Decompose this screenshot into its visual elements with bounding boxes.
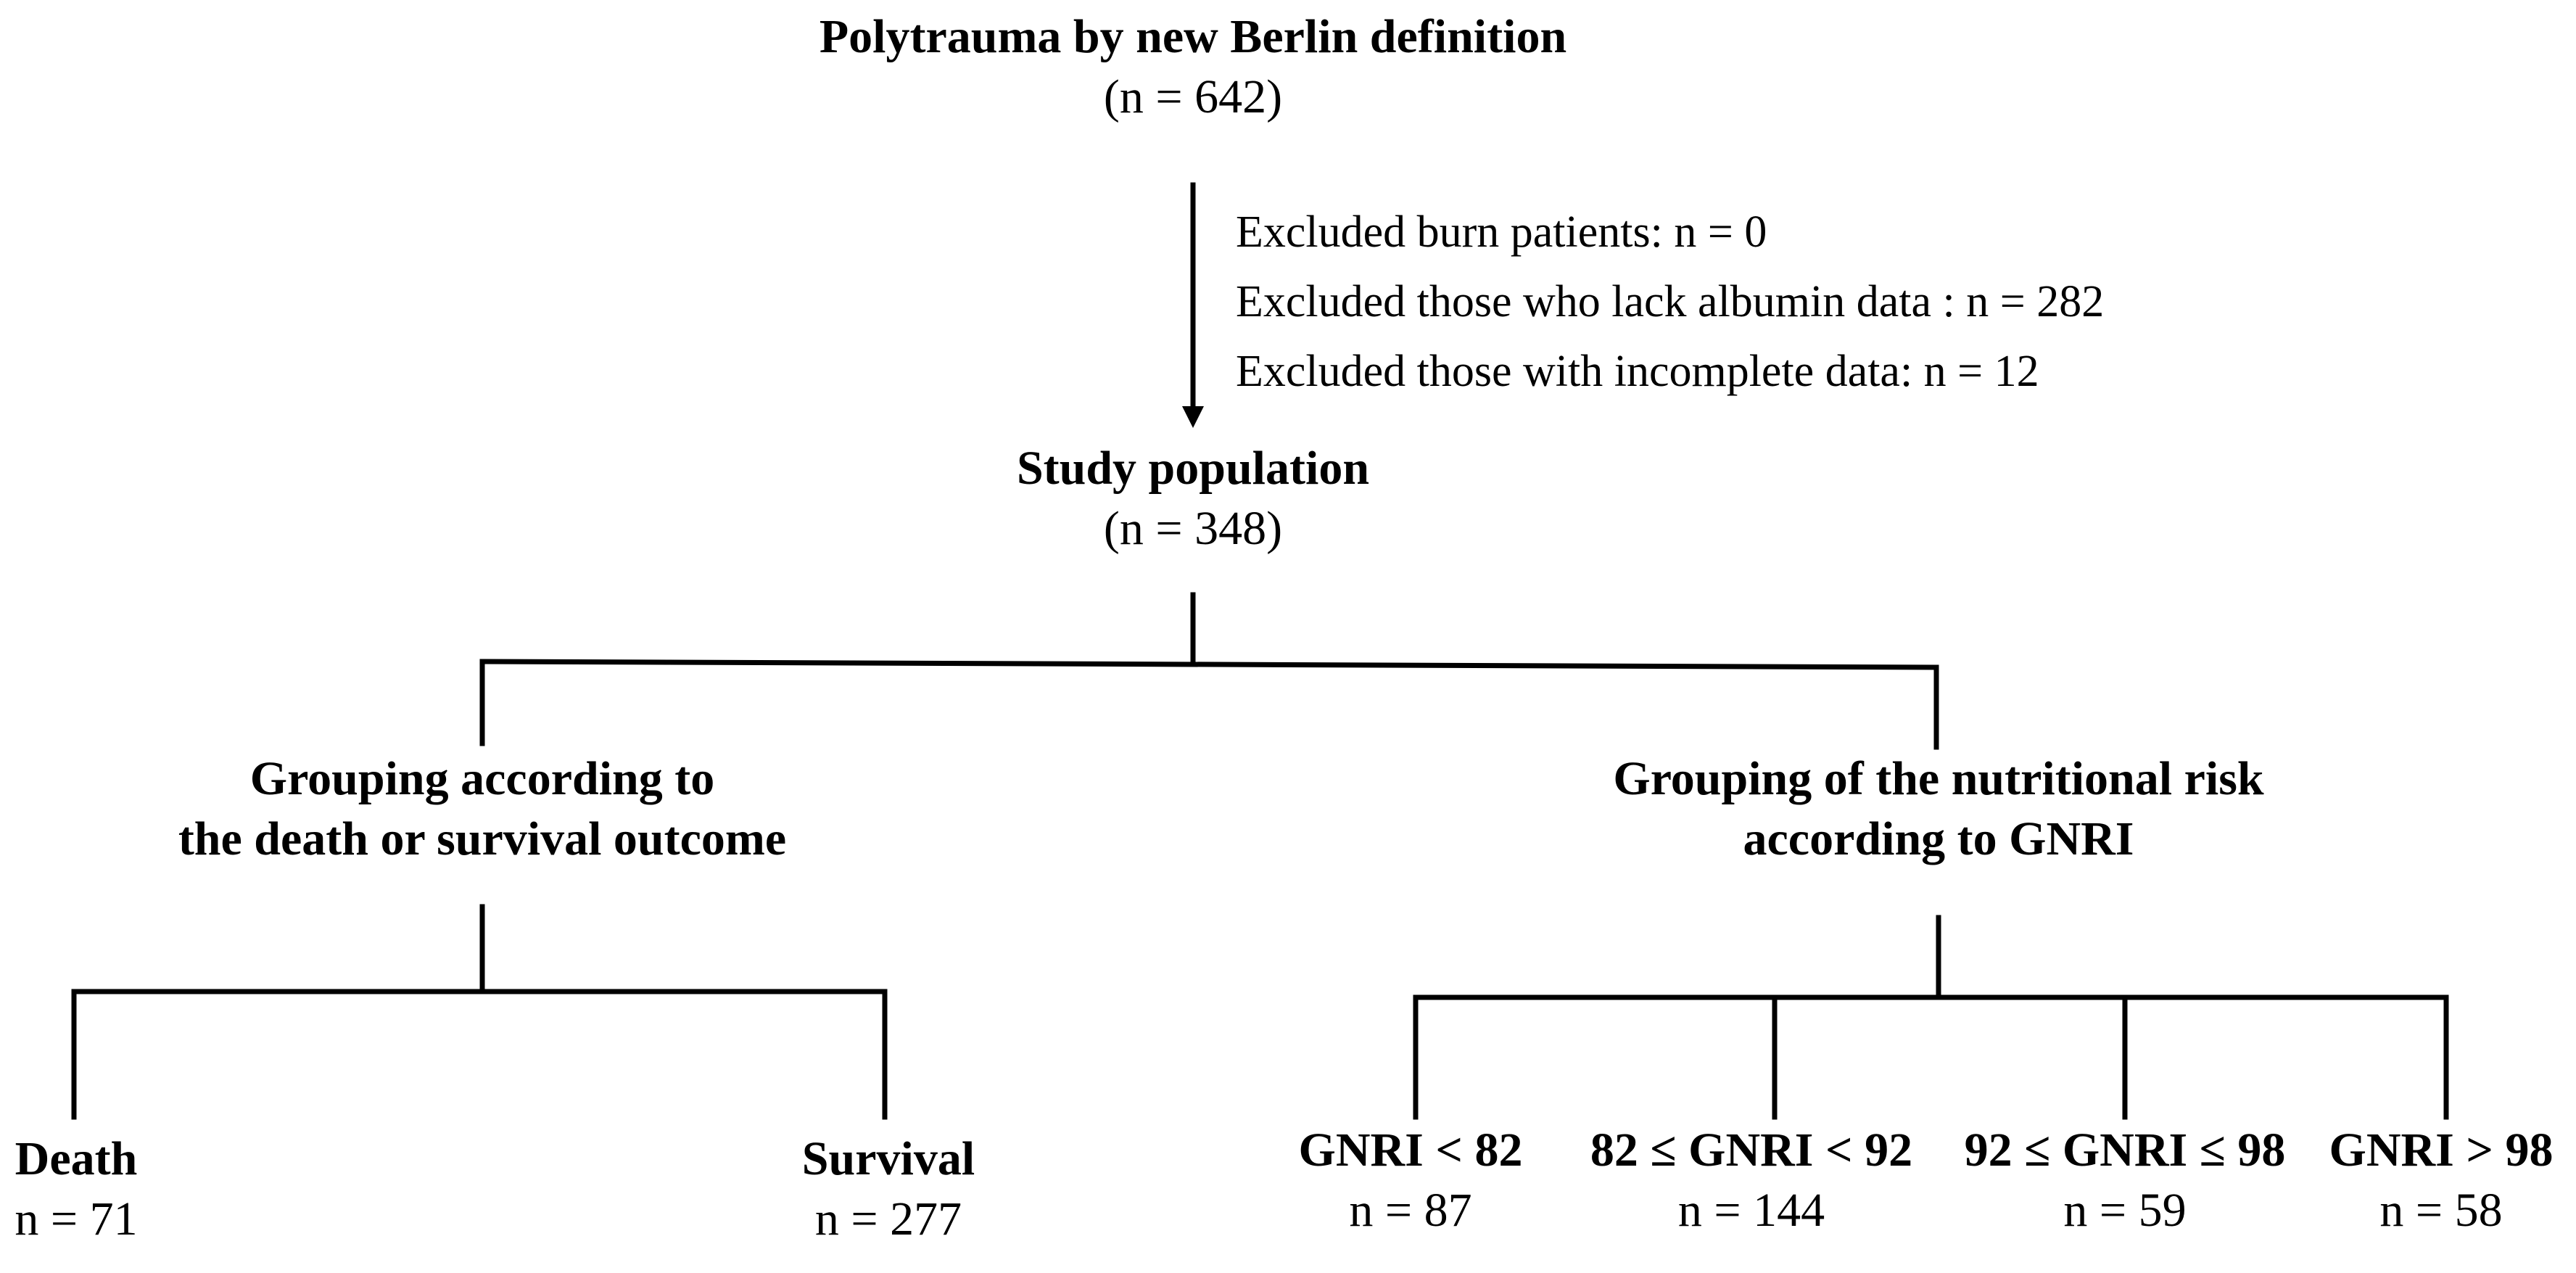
leaf-gnri-1: GNRI < 82 n = 87 — [1266, 1121, 1556, 1240]
exclusion-list: Excluded burn patients: n = 0 Excluded t… — [1236, 197, 2104, 406]
node-gnri-line1: Grouping of the nutritional risk — [1613, 752, 2264, 805]
leaf-survival: Survival n = 277 — [780, 1129, 997, 1249]
node-study-population: Study population (n = 348) — [903, 439, 1483, 559]
exclusion-item-albumin: Excluded those who lack albumin data : n… — [1236, 277, 2105, 326]
node-outcome-line2: the death or survival outcome — [178, 812, 787, 865]
leaf-survival-count: n = 277 — [814, 1192, 962, 1245]
leaf-gnri-4-count: n = 58 — [2379, 1183, 2503, 1237]
leaf-gnri-1-label: GNRI < 82 — [1298, 1124, 1523, 1177]
leaf-gnri-3: 92 ≤ GNRI ≤ 98 n = 59 — [1944, 1121, 2306, 1240]
leaf-gnri-2-label: 82 ≤ GNRI < 92 — [1590, 1124, 1913, 1177]
exclusion-item-burn: Excluded burn patients: n = 0 — [1236, 207, 1767, 257]
leaf-death-count: n = 71 — [15, 1192, 138, 1245]
leaf-gnri-1-count: n = 87 — [1349, 1183, 1472, 1237]
node-gnri-grouping: Grouping of the nutritional risk accordi… — [1540, 749, 2337, 869]
node-study-count: (n = 348) — [1103, 501, 1283, 555]
leaf-death: Death n = 71 — [0, 1129, 152, 1249]
node-polytrauma-count: (n = 642) — [1103, 70, 1283, 123]
leaf-gnri-4: GNRI > 98 n = 58 — [2310, 1121, 2572, 1240]
leaf-gnri-4-label: GNRI > 98 — [2329, 1124, 2554, 1177]
node-gnri-line2: according to GNRI — [1743, 812, 2134, 865]
node-study-title: Study population — [1016, 442, 1370, 495]
node-outcome-line1: Grouping according to — [249, 752, 715, 805]
node-outcome-grouping: Grouping according to the death or survi… — [120, 749, 845, 869]
leaf-gnri-3-label: 92 ≤ GNRI ≤ 98 — [1964, 1124, 2286, 1177]
leaf-death-label: Death — [15, 1132, 138, 1185]
leaf-gnri-3-count: n = 59 — [2063, 1183, 2187, 1237]
leaf-survival-label: Survival — [801, 1132, 975, 1185]
leaf-gnri-2: 82 ≤ GNRI < 92 n = 144 — [1570, 1121, 1933, 1240]
exclusion-item-incomplete: Excluded those with incomplete data: n =… — [1236, 347, 2039, 396]
arrowhead-study — [1182, 406, 1204, 428]
leaf-gnri-2-count: n = 144 — [1677, 1183, 1825, 1237]
node-polytrauma: Polytrauma by new Berlin definition (n =… — [758, 7, 1628, 127]
connector-study-split — [479, 659, 1939, 670]
node-polytrauma-title: Polytrauma by new Berlin definition — [819, 10, 1567, 63]
